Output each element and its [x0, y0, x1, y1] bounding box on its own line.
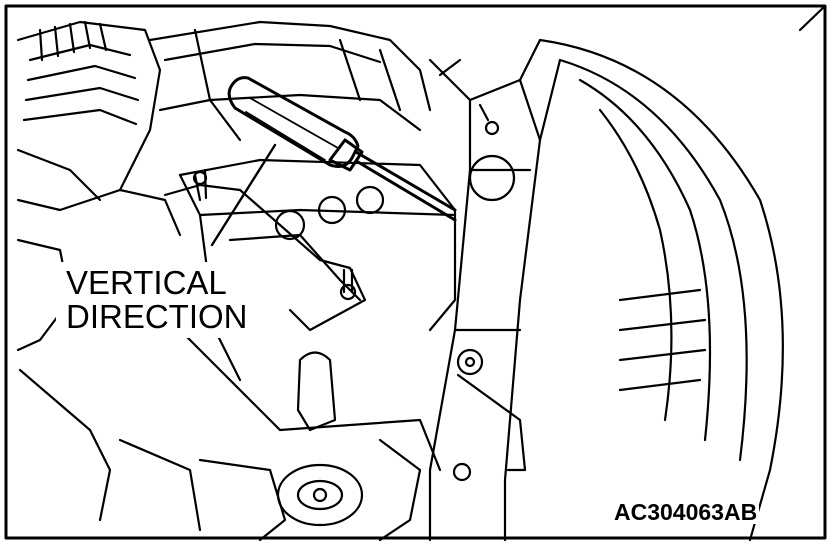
- figure-code-label: AC304063AB: [612, 499, 760, 525]
- hold-down-bracket: [163, 168, 367, 332]
- lower-engine-components: [78, 298, 442, 542]
- callout-leader-line: [210, 143, 277, 247]
- callout-line-2: DIRECTION: [66, 298, 248, 335]
- air-cleaner-housing: [16, 20, 162, 522]
- radiator-support: [428, 58, 542, 542]
- engine-cover-top: [118, 20, 432, 237]
- callout-vertical-direction: VERTICAL DIRECTION: [56, 262, 254, 338]
- screwdriver-tool: [227, 76, 457, 222]
- headlamp-assembly: [518, 4, 827, 542]
- callout-line-1: VERTICAL: [66, 264, 227, 301]
- figure-border: [4, 4, 827, 540]
